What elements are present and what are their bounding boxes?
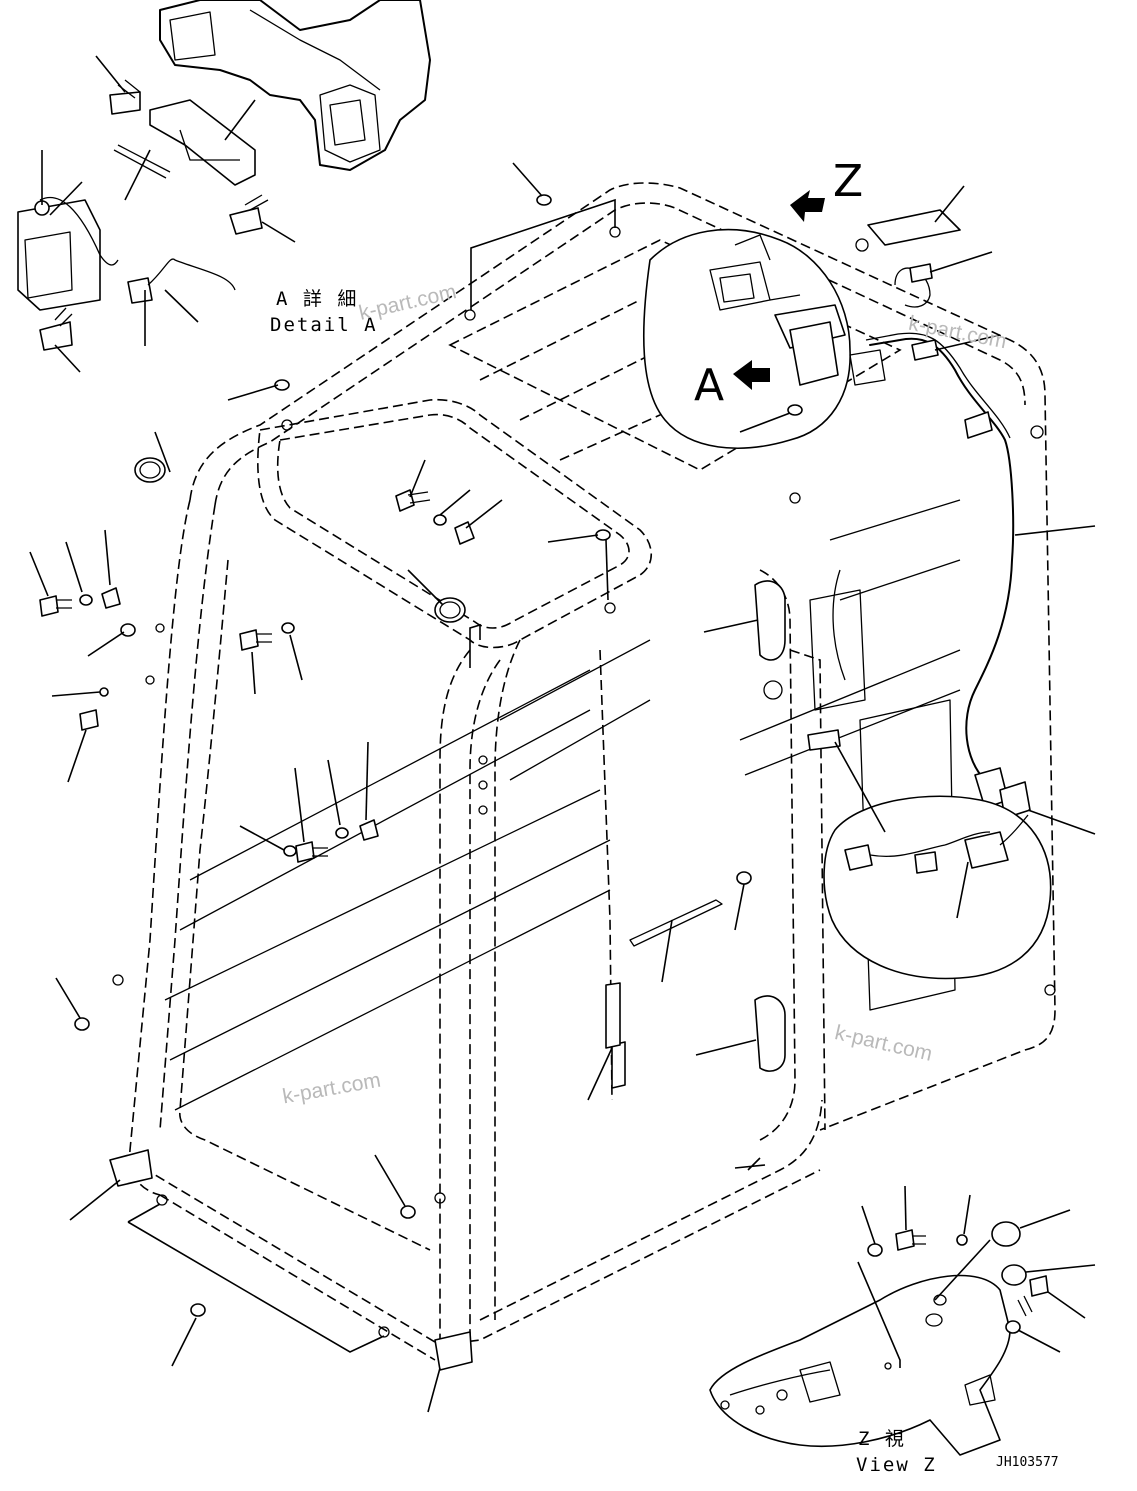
detail-a-inset bbox=[17, 0, 431, 351]
detail-a-title-en: Detail A bbox=[270, 314, 378, 336]
view-z-arrow-label: Z bbox=[833, 156, 864, 207]
view-z-leaders bbox=[861, 1185, 1096, 1353]
arrow-a-icon bbox=[733, 360, 770, 390]
view-z-title-en: View Z bbox=[856, 1454, 937, 1476]
detail-a-title-jp: A 詳 細 bbox=[276, 288, 359, 310]
detail-a-leaders bbox=[41, 55, 296, 373]
drawing-code: JH103577 bbox=[996, 1455, 1059, 1470]
view-arrows bbox=[733, 190, 825, 390]
arrow-z-icon bbox=[790, 190, 825, 222]
detail-a-arrow-label: A bbox=[694, 360, 725, 411]
view-z-title-jp: Z 視 bbox=[858, 1428, 906, 1450]
label-sticker bbox=[867, 209, 961, 246]
main-leaders bbox=[29, 162, 1096, 1413]
cab-frame bbox=[109, 182, 1056, 1371]
detail-a-callout bbox=[642, 228, 886, 449]
fasteners bbox=[39, 194, 841, 1317]
view-z-inset bbox=[709, 1221, 1049, 1456]
